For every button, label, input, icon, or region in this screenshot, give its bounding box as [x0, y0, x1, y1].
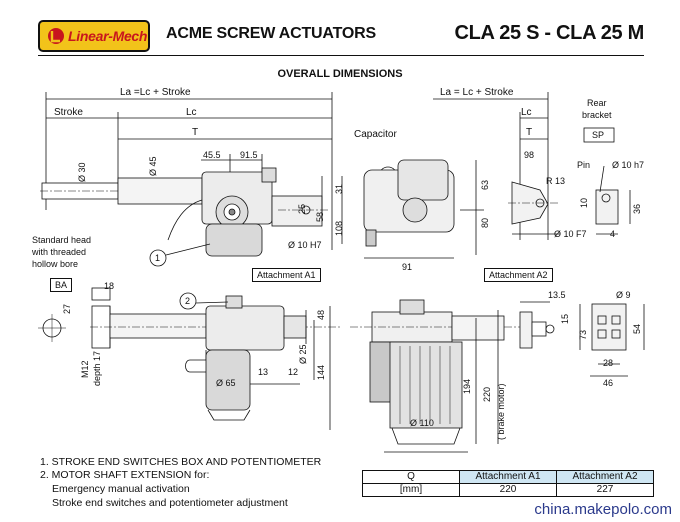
- dim-28: 28: [603, 358, 614, 368]
- dim-73: 73: [578, 329, 588, 340]
- t-dimension-label: T: [192, 127, 199, 138]
- dim-36: 36: [632, 203, 642, 214]
- dim-13-5: 13.5: [548, 290, 566, 300]
- la-dimension-label: La =Lc + Stroke: [120, 87, 191, 98]
- table-row: Q Attachment A1 Attachment A2: [362, 470, 654, 484]
- front-view-linework: [363, 159, 484, 259]
- dim-46: 46: [603, 378, 614, 388]
- dim-m12: M12: [80, 360, 90, 378]
- la-dimension-label-right: La = Lc + Stroke: [440, 87, 514, 98]
- note-1: 1. STROKE END SWITCHES BOX AND POTENTIOM…: [40, 456, 322, 468]
- dim-194: 194: [462, 378, 472, 394]
- rear-code-sp: SP: [592, 130, 605, 140]
- dim-144: 144: [316, 364, 326, 380]
- dim-15: 15: [560, 313, 570, 324]
- rear-bracket-line-2: bracket: [582, 110, 612, 120]
- header-rule: [38, 55, 644, 56]
- head-note-line-1: Standard head: [32, 235, 92, 245]
- stroke-dimension-label: Stroke: [54, 107, 83, 118]
- note-2: 2. MOTOR SHAFT EXTENSION for:: [40, 469, 210, 481]
- dim-58: 58: [315, 211, 325, 222]
- head-code-ba: BA: [50, 278, 73, 292]
- dim-13: 13: [258, 367, 269, 377]
- pin-label: Pin: [577, 160, 591, 170]
- page-title: ACME SCREW ACTUATORS: [166, 25, 376, 42]
- dim-12: 12: [288, 367, 299, 377]
- callout-1: 1: [155, 253, 161, 263]
- dim-4: 4: [610, 229, 616, 239]
- section-title: OVERALL DIMENSIONS: [277, 68, 403, 80]
- model-name: CLA 25 S - CLA 25 M: [454, 22, 644, 44]
- dim-r13: R 13: [546, 176, 566, 186]
- bracket-view-linework: [579, 303, 645, 377]
- brand-name: Linear-Mech: [68, 28, 148, 44]
- dim-45-5: 45.5: [203, 150, 221, 160]
- dim-91-5: 91.5: [240, 150, 258, 160]
- dim-dia-65: Ø 65: [216, 378, 236, 388]
- lc-dimension-label: Lc: [186, 107, 197, 118]
- dim-dia-10-h7-pin: Ø 10 h7: [612, 160, 645, 170]
- dim-dia-110: Ø 110: [410, 418, 434, 428]
- q-label: Q: [362, 470, 460, 484]
- dim-25: 25: [297, 203, 307, 214]
- head-note-line-2: with threaded: [32, 247, 87, 257]
- dim-54: 54: [632, 323, 642, 334]
- capacitor-label: Capacitor: [354, 129, 397, 140]
- dim-dia-30: Ø 30: [77, 162, 87, 182]
- dim-depth-17: depth 17: [92, 350, 102, 386]
- table-row: [mm] 220 227: [362, 483, 654, 497]
- dim-dia-10-h7: Ø 10 H7: [288, 240, 322, 250]
- header: Linear-Mech ACME SCREW ACTUATORS CLA 25 …: [0, 0, 680, 56]
- note-2-item-1: Emergency manual activation: [52, 483, 190, 495]
- note-2-item-2: Stroke end switches and potentiometer ad…: [52, 497, 288, 509]
- brand-mark-icon: [48, 28, 64, 44]
- brand-logo: Linear-Mech: [38, 20, 150, 52]
- dim-91: 91: [402, 262, 413, 272]
- dim-48: 48: [316, 309, 326, 320]
- right-view-linework: [433, 92, 631, 240]
- dim-98: 98: [524, 150, 535, 160]
- dim-220: 220: [482, 386, 492, 402]
- value-attachment-a2: 227: [556, 483, 654, 497]
- head-note-line-3: hollow bore: [32, 259, 79, 269]
- dim-108: 108: [334, 220, 344, 236]
- rear-bracket-line-1: Rear: [587, 98, 607, 108]
- dim-10: 10: [579, 197, 589, 208]
- attachment-a1-label: Attachment A1: [252, 268, 321, 282]
- lc-dimension-label-right: Lc: [521, 107, 532, 118]
- dim-31: 31: [334, 183, 344, 194]
- dim-dia-45: Ø 45: [148, 156, 158, 176]
- header-attachment-a2: Attachment A2: [556, 470, 654, 484]
- dim-27: 27: [62, 303, 72, 314]
- dim-18: 18: [104, 281, 115, 291]
- brake-motor-note: ( brake motor): [496, 383, 506, 440]
- q-dimension-table: Q Attachment A1 Attachment A2 [mm] 220 2…: [362, 470, 654, 497]
- callout-2: 2: [185, 296, 191, 306]
- dim-80: 80: [480, 217, 490, 228]
- dim-dia-10-f7: Ø 10 F7: [554, 229, 587, 239]
- attachment-a2-label: Attachment A2: [484, 268, 553, 282]
- value-attachment-a1: 220: [459, 483, 557, 497]
- t-dimension-label-right: T: [526, 127, 533, 138]
- dim-dia-9: Ø 9: [616, 290, 631, 300]
- watermark: china.makepolo.com: [534, 501, 672, 518]
- top-view-linework: [38, 287, 340, 430]
- header-attachment-a1: Attachment A1: [459, 470, 557, 484]
- unit-label: [mm]: [362, 483, 460, 497]
- side-view-linework: [40, 92, 343, 267]
- dim-dia-25: Ø 25: [298, 344, 308, 364]
- motor-view-linework: [350, 299, 555, 453]
- dim-63: 63: [480, 179, 490, 190]
